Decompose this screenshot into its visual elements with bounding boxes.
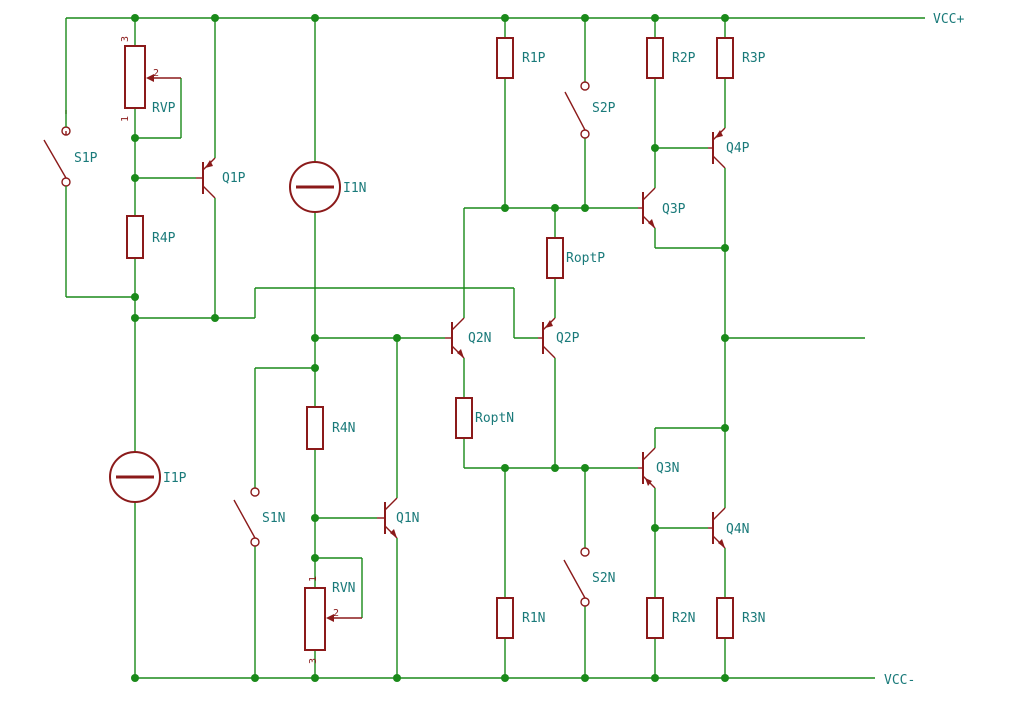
r3p-label: R3P xyxy=(742,51,766,66)
potentiometer-rvn xyxy=(304,587,362,651)
r2p-label: R2P xyxy=(672,51,696,66)
switch-s2p xyxy=(564,81,590,139)
current-source-i1p xyxy=(109,451,161,503)
resistor-r2p xyxy=(646,37,664,79)
rvp-pin3: 3 xyxy=(120,36,131,42)
transistor-q1p xyxy=(196,150,216,200)
transistor-q2p xyxy=(538,312,556,362)
s2p-label: S2P xyxy=(592,101,616,116)
potentiometer-rvp xyxy=(124,45,181,109)
vcc-pos-label: VCC+ xyxy=(933,12,964,27)
q2n-label: Q2N xyxy=(468,331,491,346)
roptp-label: RoptP xyxy=(566,251,605,266)
r3n-label: R3N xyxy=(742,611,765,626)
resistor-r1n xyxy=(496,597,514,639)
resistor-r2n xyxy=(646,597,664,639)
s1p-label: S1P xyxy=(74,151,98,166)
q4p-label: Q4P xyxy=(726,141,750,156)
resistor-roptn xyxy=(455,397,473,439)
rvn-pin1: 1 xyxy=(308,576,319,582)
q2p-label: Q2P xyxy=(556,331,580,346)
q3p-label: Q3P xyxy=(662,202,686,217)
wires xyxy=(65,18,865,678)
vcc-neg-label: VCC- xyxy=(884,673,915,688)
s2n-label: S2N xyxy=(592,571,615,586)
rvn-label: RVN xyxy=(332,581,355,596)
r1n-label: R1N xyxy=(522,611,545,626)
rvp-pin1: 1 xyxy=(120,116,131,122)
transistor-q3n xyxy=(638,442,656,494)
rvp-label: RVP xyxy=(152,101,176,116)
i1n-label: I1N xyxy=(343,181,366,196)
r2n-label: R2N xyxy=(672,611,695,626)
resistor-r3p xyxy=(716,37,734,79)
r4p-label: R4P xyxy=(152,231,176,246)
s1n-label: S1N xyxy=(262,511,285,526)
q1n-label: Q1N xyxy=(396,511,419,526)
current-source-i1n xyxy=(289,161,341,213)
transistor-q4p xyxy=(708,120,726,172)
rvn-pin2: 2 xyxy=(333,608,339,619)
rvp-pin2: 2 xyxy=(153,68,159,79)
transistor-q2n xyxy=(445,310,465,360)
switch-s1n xyxy=(233,487,260,547)
switch-s2n xyxy=(563,547,590,607)
r4n-label: R4N xyxy=(332,421,355,436)
q4n-label: Q4N xyxy=(726,522,749,537)
q3n-label: Q3N xyxy=(656,461,679,476)
transistor-q1n xyxy=(377,490,398,540)
rvn-pin3: 3 xyxy=(308,658,319,664)
resistor-roptp xyxy=(546,237,564,279)
r1p-label: R1P xyxy=(522,51,546,66)
transistor-q4n xyxy=(708,507,726,549)
resistor-r3n xyxy=(716,597,734,639)
resistor-r4n xyxy=(306,406,324,450)
resistor-r1p xyxy=(496,37,514,79)
roptn-label: RoptN xyxy=(475,411,514,426)
q1p-label: Q1P xyxy=(222,171,246,186)
i1p-label: I1P xyxy=(163,471,187,486)
switch-s1p xyxy=(43,110,71,190)
resistor-r4p xyxy=(126,215,144,259)
transistor-q3p xyxy=(638,182,656,232)
junction-dots xyxy=(131,14,729,682)
